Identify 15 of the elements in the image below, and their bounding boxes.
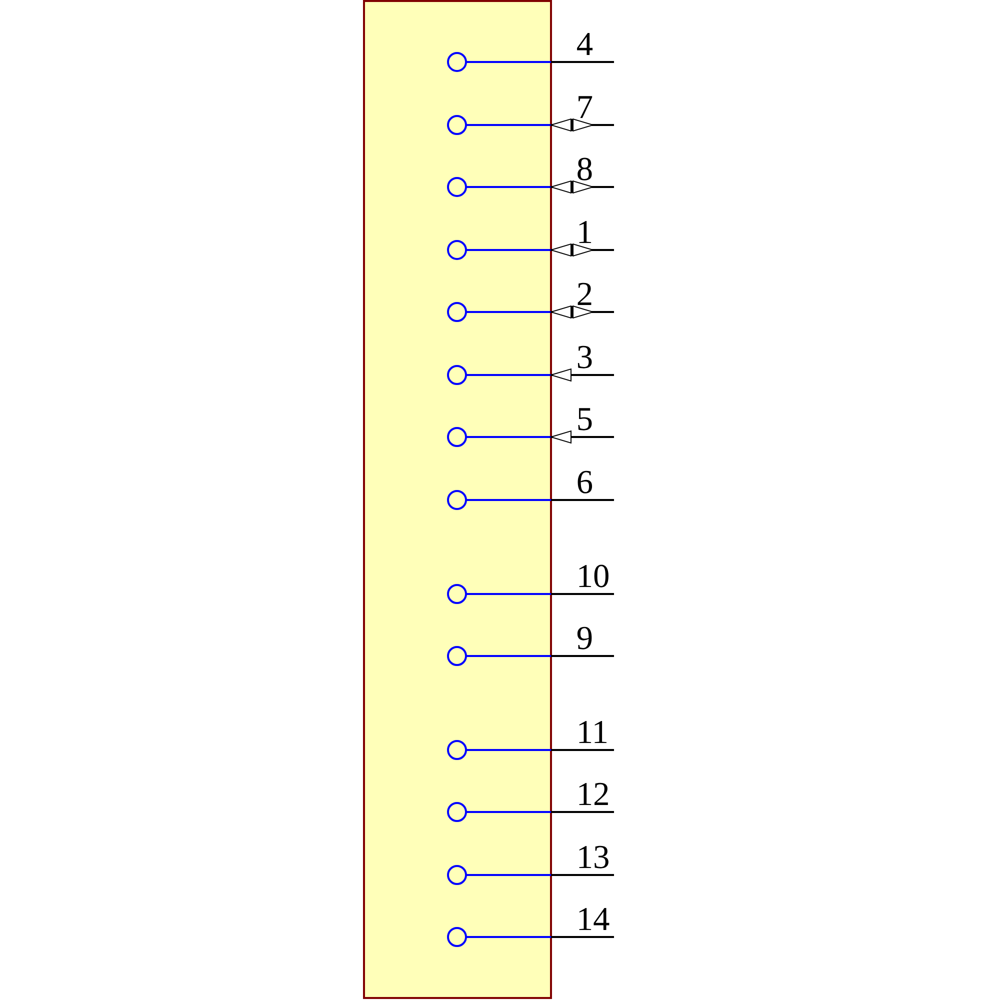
connector-body: [363, 0, 552, 999]
pin-number: 14: [579, 908, 610, 930]
pin-number: 2: [578, 282, 592, 305]
pin-number: 8: [578, 158, 592, 180]
pin-number: 7: [578, 96, 592, 118]
pin-number: 9: [577, 626, 592, 650]
pin-number: 12: [579, 782, 608, 805]
pin-number: 5: [578, 408, 592, 430]
pin-number: 1: [579, 220, 592, 243]
pin-number: 10: [579, 564, 608, 588]
pin-number: 3: [578, 346, 592, 368]
pin-number: 13: [579, 846, 608, 868]
pin-number: 11: [579, 720, 606, 743]
pin-number: 4: [577, 33, 593, 55]
pin-number: 6: [578, 470, 592, 494]
